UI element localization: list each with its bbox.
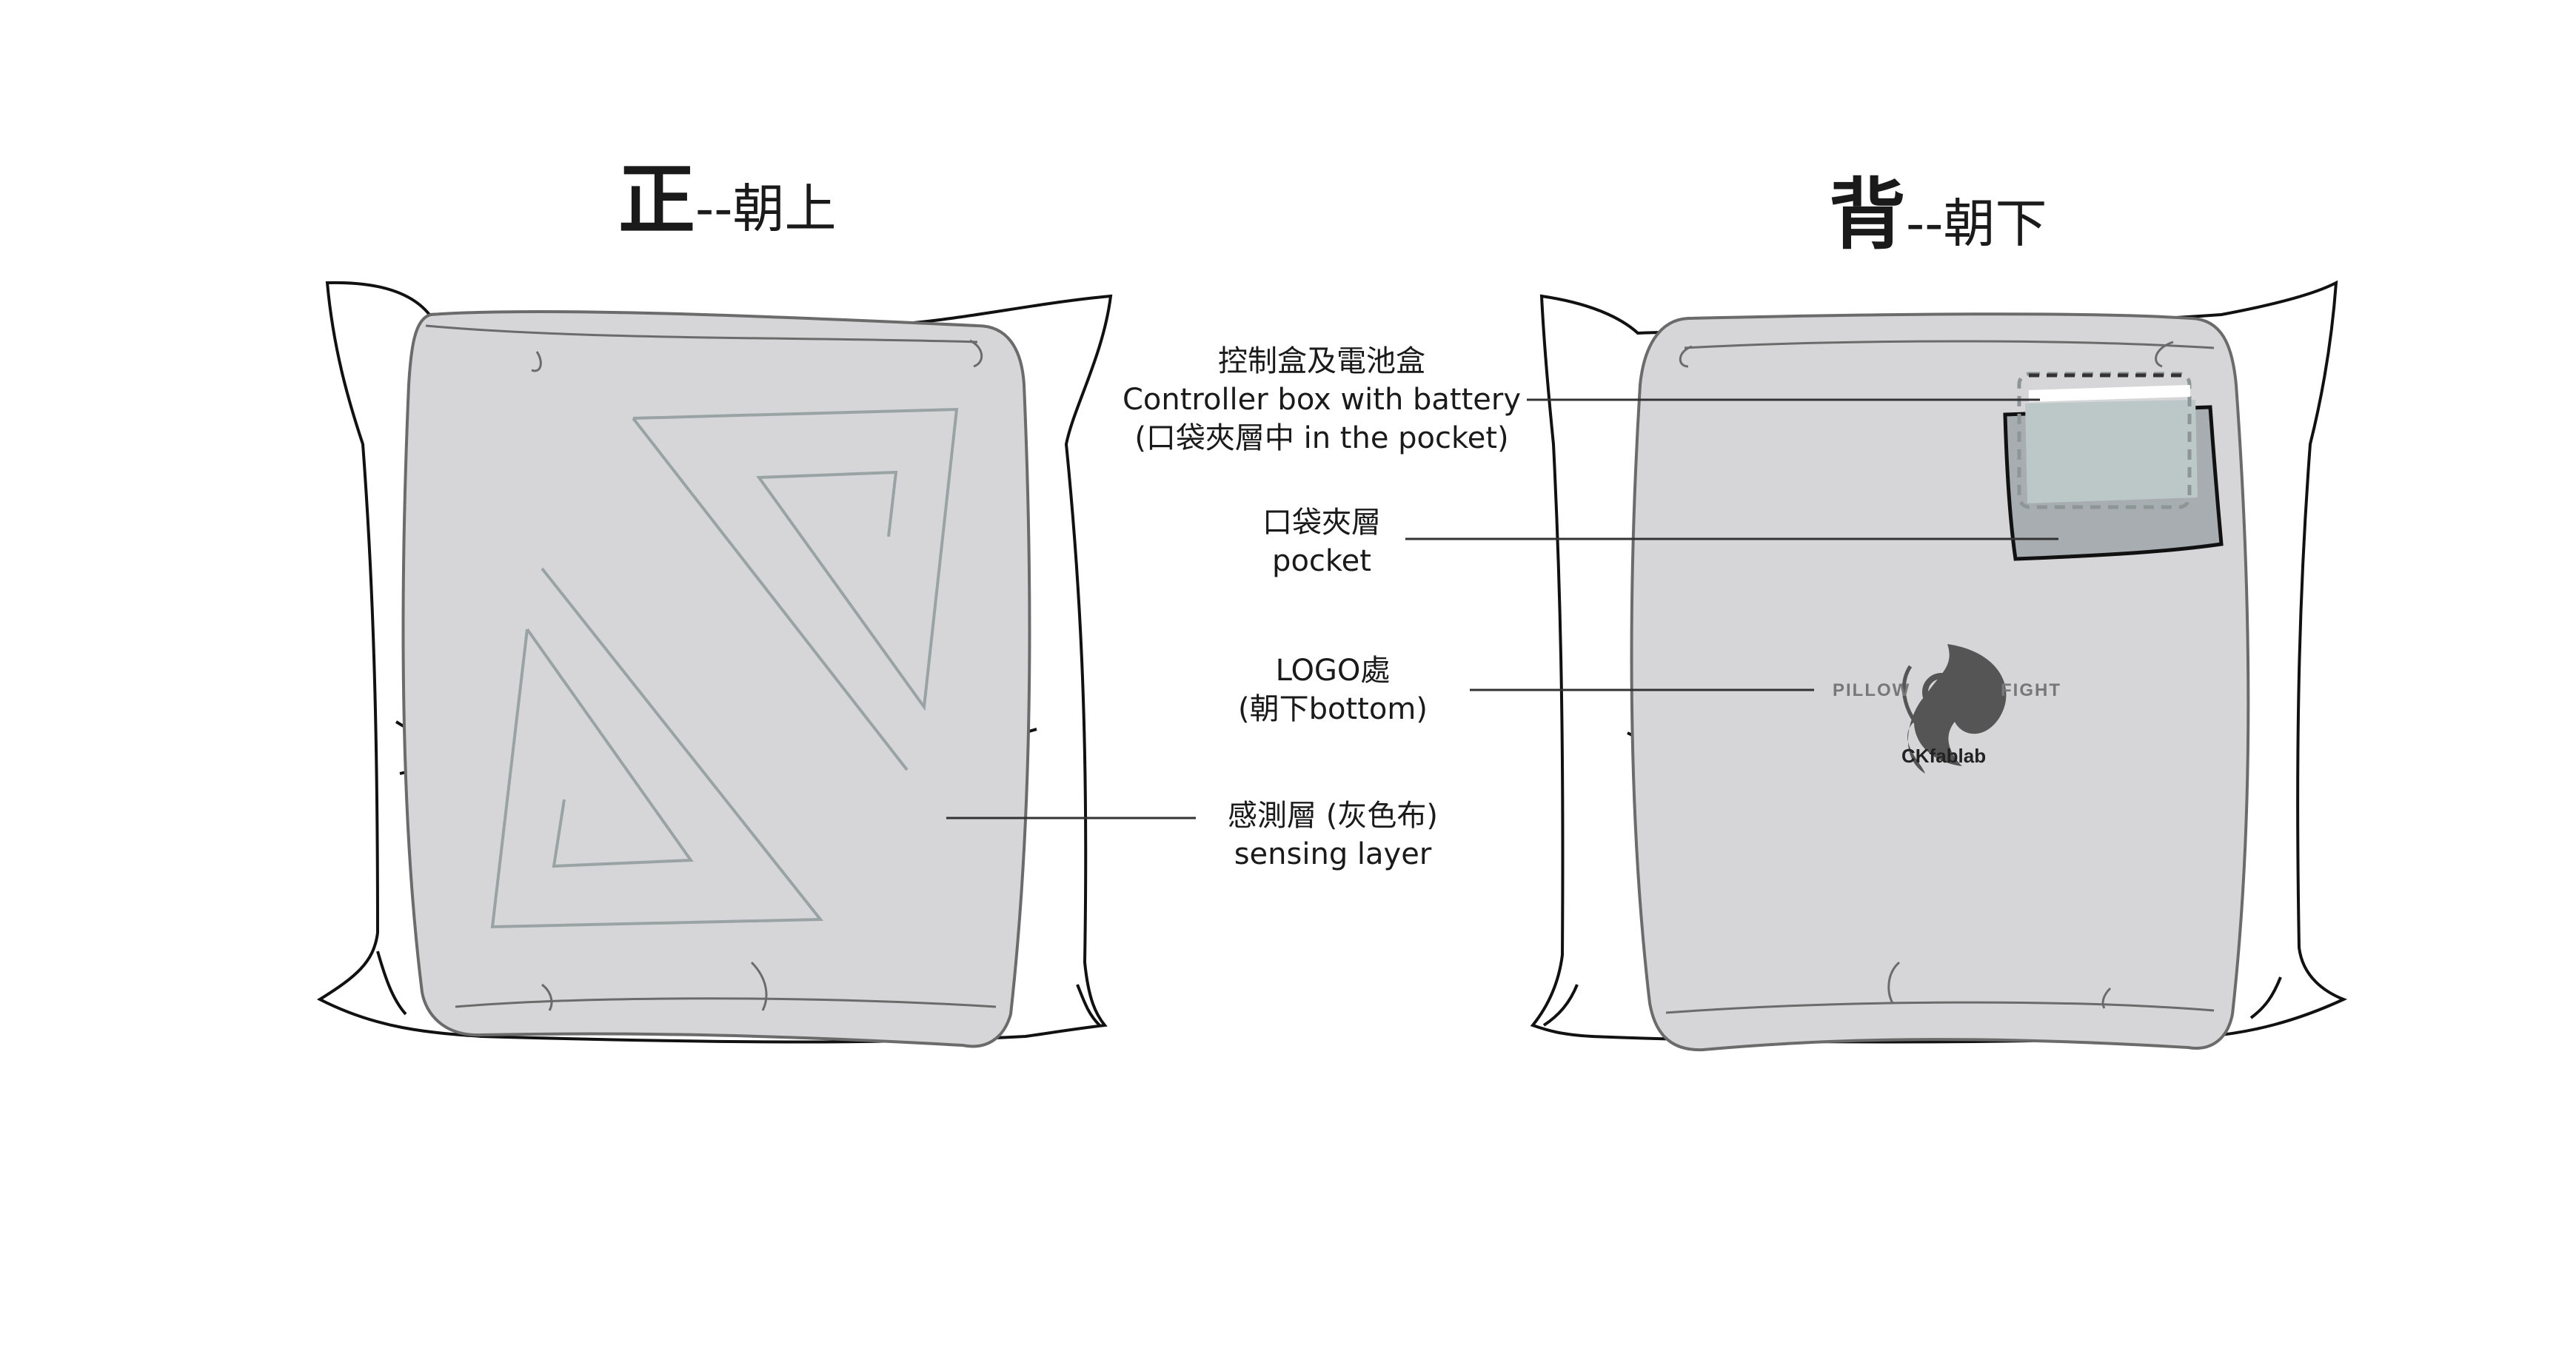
label-logo-en: (朝下bottom) [1238,692,1428,726]
back-pocket-top-band [2025,400,2198,503]
label-pocket-en: pocket [1272,544,1371,578]
label-sensing-zh: 感測層 (灰色布) [1228,799,1438,833]
label-logo-zh: LOGO處 [1275,654,1391,688]
label-controller-en: Controller box with battery [1122,383,1522,417]
back-bottom-right-ear [2249,976,2282,1019]
back-title-main: 背 [1829,170,1907,260]
front-title-main: 正 [618,155,696,245]
back-title: 背--朝下 [1829,152,2047,264]
back-title-sub: --朝下 [1906,193,2047,254]
back-bottom-seam [1665,1001,2215,1014]
front-pillow [316,281,1113,1048]
back-seam-tuck-2 [1887,961,1901,1004]
logo-swoosh [1901,665,1941,746]
controller-box-white-edge [2028,385,2191,402]
logo-ring [1922,673,1961,711]
logo-left-word: PILLOW [1833,680,1910,700]
label-controller: 控制盒及電池盒 Controller box with battery (口袋夾… [1118,342,1525,457]
front-seam-tuck-3 [541,983,553,1011]
back-pillow [1530,280,2348,1052]
front-seam-tuck-1 [531,351,542,372]
leader-lines [946,398,2058,819]
label-controller-zh: 控制盒及電池盒 [1218,344,1425,378]
front-top-seam [425,324,978,343]
logo-dot [1935,686,1948,699]
back-top-seam [1684,340,2215,349]
label-sensing-en: sensing layer [1234,837,1432,871]
logo-brand: CKfablab [1901,745,1986,767]
back-seam-tuck-3 [2101,987,2112,1009]
pillowfight-logo [1901,644,2007,774]
label-controller-note: (口袋夾層中 in the pocket) [1134,421,1509,455]
label-logo: LOGO處 (朝下bottom) [1214,651,1451,728]
front-triangle-pattern [490,407,959,929]
front-sensing-layer [401,309,1031,1048]
front-title-sub: --朝上 [695,178,837,239]
back-seam-tuck-1 [1679,345,1693,368]
logo-right-word: FIGHT [2001,680,2061,700]
label-sensing: 感測層 (灰色布) sensing layer [1200,797,1466,874]
back-bottom-left-ear [1542,984,1579,1027]
front-bottom-seam [455,997,997,1008]
front-seam-tuck-4 [969,339,983,368]
front-seam-tuck-2 [750,961,768,1011]
label-pocket: 口袋夾層 pocket [1214,503,1429,580]
label-pocket-zh: 口袋夾層 [1262,506,1381,540]
back-seam-tuck-4 [2155,341,2174,368]
front-bottom-left-ear [376,951,407,1016]
front-bottom-right-ear [1076,984,1101,1027]
front-title: 正--朝上 [618,137,837,249]
